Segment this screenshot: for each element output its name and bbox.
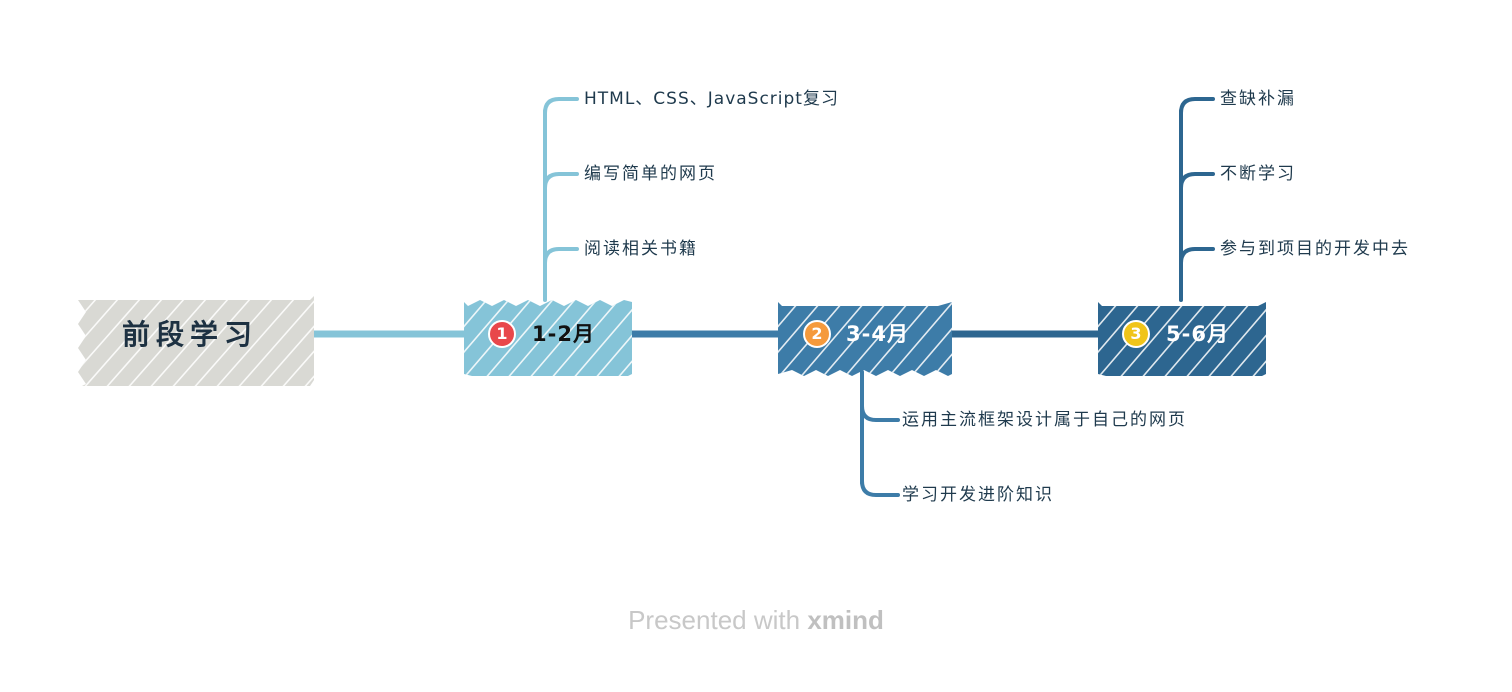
subtopics-1-connector-branch-1 <box>543 97 579 115</box>
footer-prefix: Presented with <box>628 605 801 635</box>
subtopics-1-connector-branch-3 <box>543 247 579 265</box>
root-topic-label[interactable]: 前段学习 <box>122 318 259 351</box>
branch-2-label[interactable]: 3-4月 <box>846 322 909 346</box>
subtopic-3-1[interactable]: 查缺补漏 <box>1220 89 1296 109</box>
footer-watermark: Presented with xmind <box>0 605 1512 636</box>
subtopics-3-connector-branch-2 <box>1179 172 1215 190</box>
subtopics-3-connector <box>1179 97 1215 302</box>
subtopics-1-connector <box>543 97 579 302</box>
connectors <box>308 97 1215 497</box>
subtopics-1-connector-branch-2 <box>543 172 579 190</box>
subtopic-3-3[interactable]: 参与到项目的开发中去 <box>1220 239 1410 259</box>
subtopic-2-2[interactable]: 学习开发进阶知识 <box>902 485 1054 505</box>
branch-1-label[interactable]: 1-2月 <box>532 322 595 346</box>
subtopic-1-2[interactable]: 编写简单的网页 <box>584 164 717 184</box>
branch-3-shape <box>1098 302 1266 376</box>
subtopic-1-3[interactable]: 阅读相关书籍 <box>584 239 698 259</box>
subtopics-2-connector-branch-1 <box>860 404 900 422</box>
subtopics-3-connector-branch-1 <box>1179 97 1215 115</box>
subtopics-2-connector <box>860 370 900 497</box>
subtopic-1-1[interactable]: HTML、CSS、JavaScript复习 <box>584 89 839 109</box>
subtopics-2-connector-branch-2 <box>860 479 900 497</box>
branch-3-label[interactable]: 5-6月 <box>1166 322 1229 346</box>
xmind-logo-text[interactable]: xmind <box>807 605 884 635</box>
priority-2-badge-icon: 2 <box>803 320 831 348</box>
priority-3-badge-icon: 3 <box>1122 320 1150 348</box>
priority-1-badge-icon: 1 <box>488 320 516 348</box>
subtopic-2-1[interactable]: 运用主流框架设计属于自己的网页 <box>902 410 1187 430</box>
subtopic-3-2[interactable]: 不断学习 <box>1220 164 1296 184</box>
subtopics-3-connector-branch-3 <box>1179 247 1215 265</box>
